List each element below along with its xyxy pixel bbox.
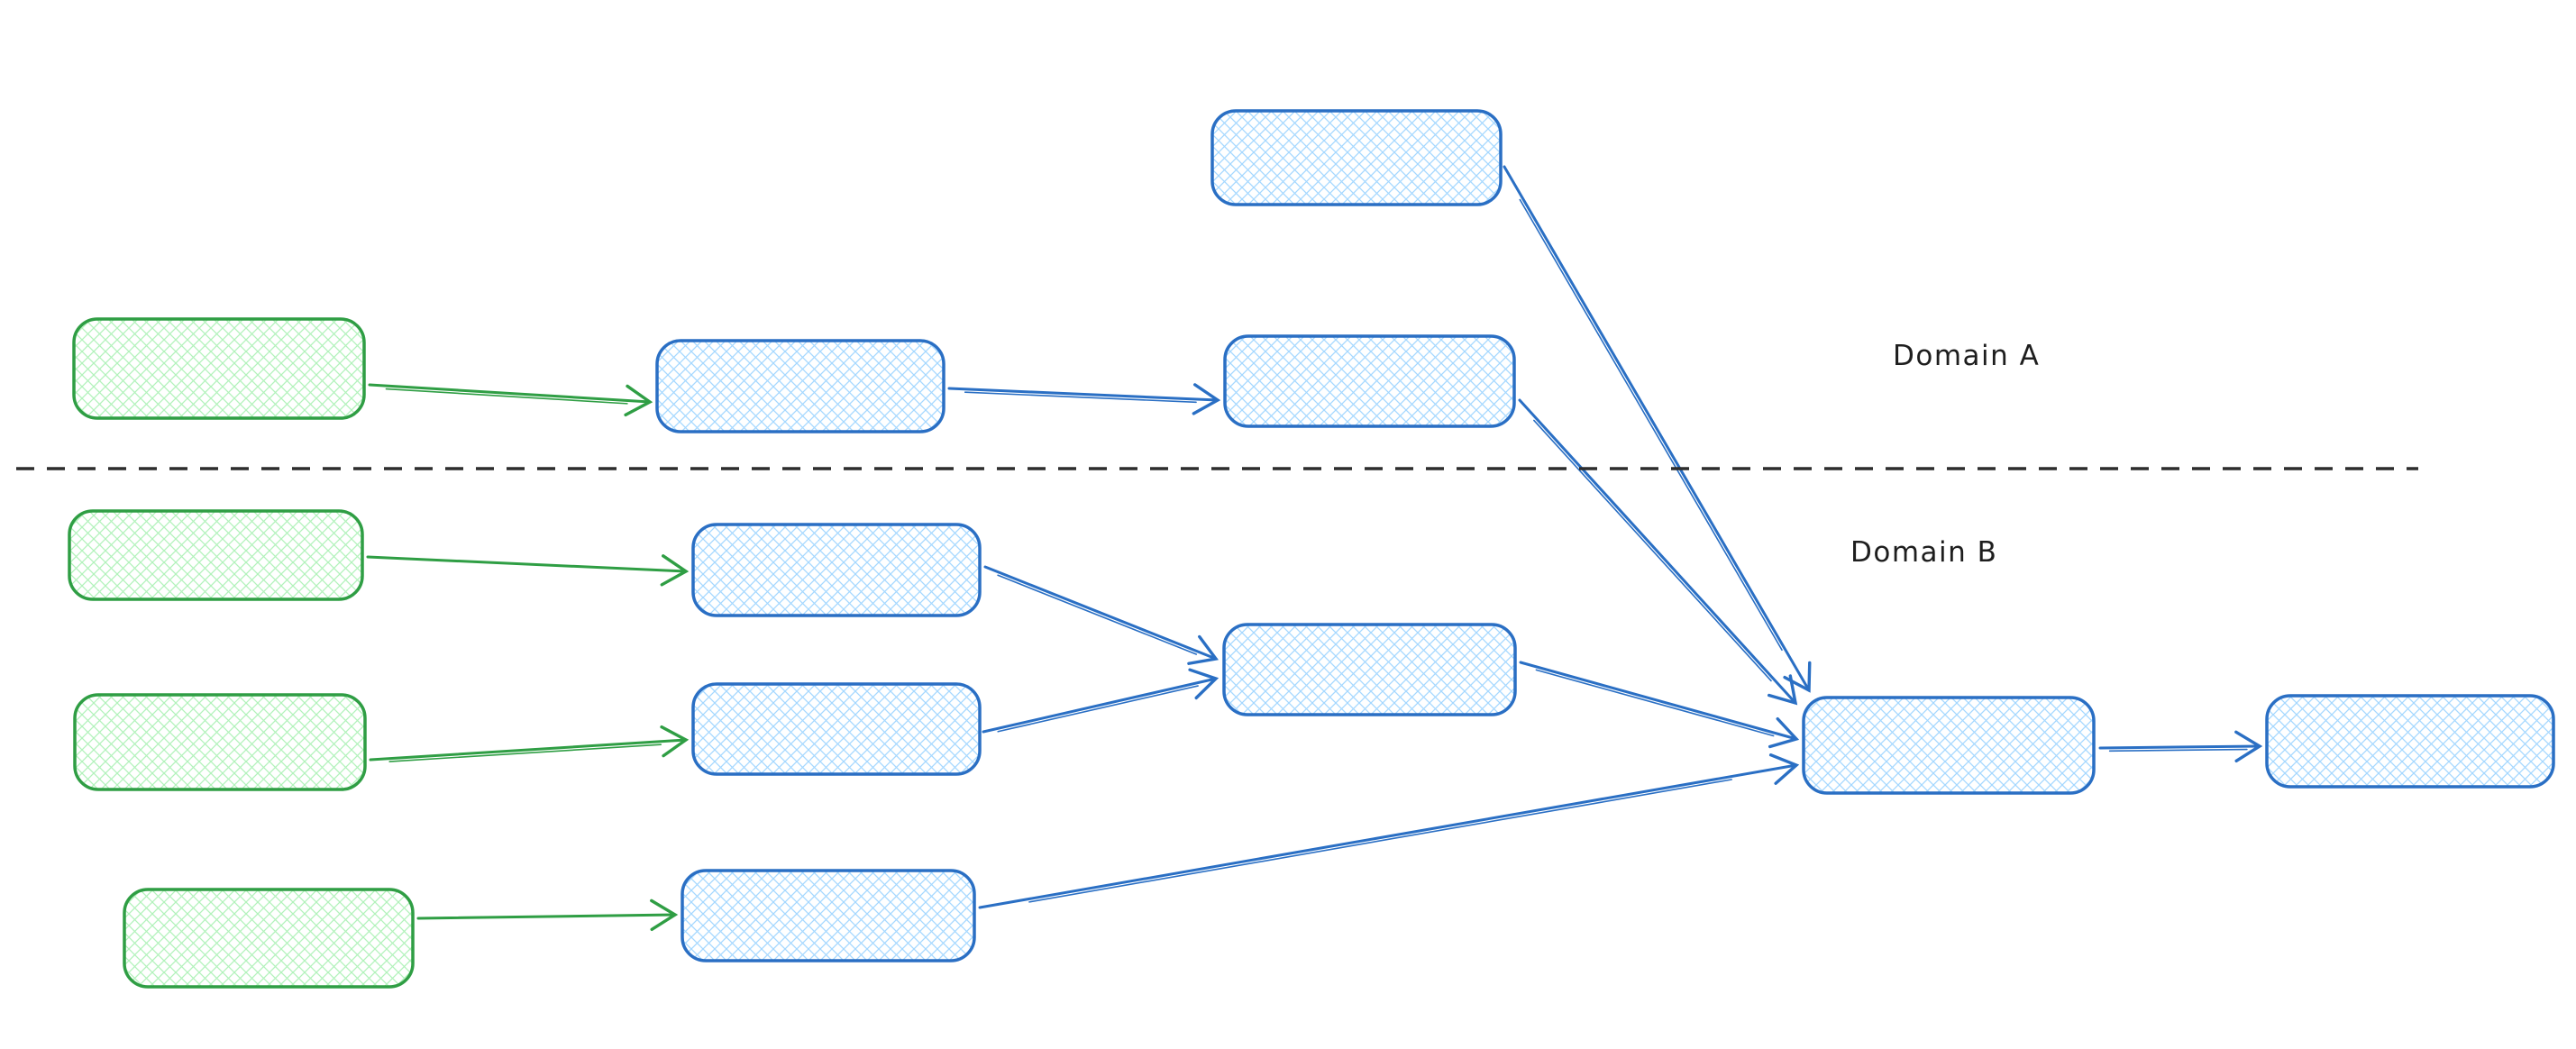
node-green-b3[interactable] <box>123 888 415 989</box>
arrow-shaft[interactable] <box>366 554 690 587</box>
node-blue-b1[interactable] <box>691 523 982 617</box>
arrow-shaft-sketch-stroke <box>388 743 662 762</box>
arrow-shaft-sketch-stroke <box>1028 779 1732 903</box>
node-merge-b[interactable] <box>1222 623 1517 716</box>
arrow-green-b3-to-blue-b3[interactable] <box>416 898 679 932</box>
arrow-sink-to-output[interactable] <box>2098 730 2263 762</box>
arrow-shaft[interactable] <box>947 383 1221 415</box>
arrow-blue-b3-to-sink[interactable] <box>978 753 1800 909</box>
arrow-shaft-sketch-stroke <box>2108 748 2248 753</box>
node-sink-main[interactable] <box>1802 696 2096 795</box>
arrow-shaft-sketch-stroke <box>997 685 1199 733</box>
arrow-shaft[interactable] <box>369 725 690 762</box>
arrow-green-b1-to-blue-b1[interactable] <box>366 554 690 587</box>
nodes-layer <box>68 109 2555 989</box>
node-green-a[interactable] <box>72 317 366 420</box>
node-green-b1[interactable] <box>68 509 364 601</box>
arrow-blue-a2-to-sink[interactable] <box>1518 398 1798 706</box>
arrow-top-source-to-sink[interactable] <box>1503 165 1812 693</box>
arrow-shaft-sketch-stroke <box>1519 198 1783 652</box>
arrow-shaft[interactable] <box>978 753 1800 909</box>
arrow-shaft[interactable] <box>982 668 1219 734</box>
arrow-blue-b2-to-merge[interactable] <box>982 668 1219 734</box>
arrow-green-b2-to-blue-b2[interactable] <box>369 725 690 762</box>
arrows-layer <box>366 165 2263 932</box>
arrow-shaft-sketch-stroke <box>1533 419 1772 682</box>
arrow-shaft-sketch-stroke <box>1535 669 1775 737</box>
arrow-shaft[interactable] <box>416 898 679 932</box>
arrow-blue-b1-to-merge[interactable] <box>983 565 1219 665</box>
node-blue-b2[interactable] <box>691 682 982 776</box>
arrow-green-a-to-blue-a1[interactable] <box>368 383 653 417</box>
domain-a-label[interactable]: Domain A <box>1893 340 2040 372</box>
arrow-shaft[interactable] <box>1503 165 1812 693</box>
arrow-shaft-sketch-stroke <box>997 574 1198 655</box>
arrow-shaft[interactable] <box>2098 730 2263 762</box>
node-blue-a2[interactable] <box>1223 334 1516 428</box>
arrow-shaft[interactable] <box>983 565 1219 665</box>
arrow-shaft-sketch-stroke <box>964 391 1197 404</box>
arrow-shaft[interactable] <box>1518 398 1798 706</box>
node-output-final[interactable] <box>2265 694 2555 789</box>
node-top-source[interactable] <box>1210 109 1503 206</box>
node-green-b2[interactable] <box>73 693 367 791</box>
node-blue-a1[interactable] <box>655 339 945 433</box>
arrow-shaft[interactable] <box>1519 661 1800 749</box>
arrow-shaft-sketch-stroke <box>385 388 628 405</box>
domain-b-label[interactable]: Domain B <box>1850 536 1997 569</box>
arrow-blue-a1-to-blue-a2[interactable] <box>947 383 1221 415</box>
node-blue-b3[interactable] <box>681 869 976 962</box>
arrow-shaft[interactable] <box>368 383 653 417</box>
arrow-merge-to-sink[interactable] <box>1519 661 1800 749</box>
